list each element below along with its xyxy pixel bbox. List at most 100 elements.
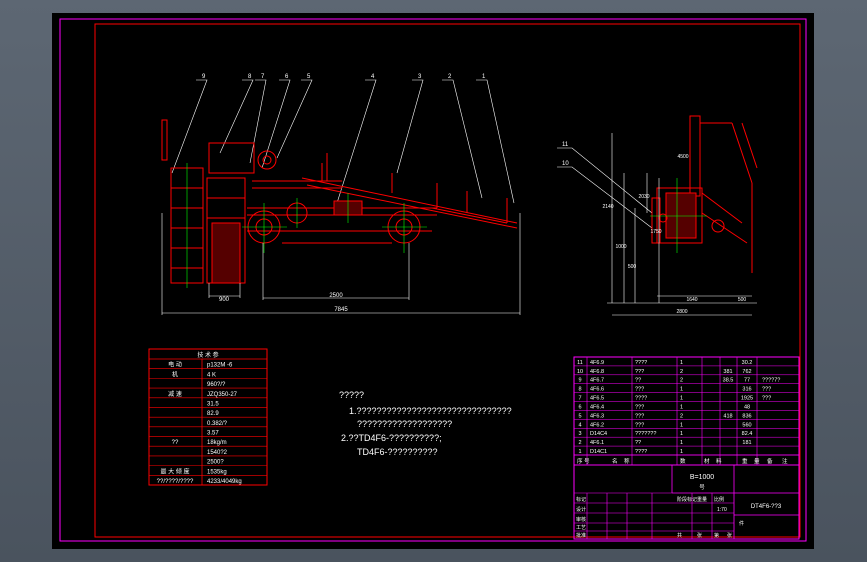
part-unit-weight: 38.5 [723,378,734,384]
part-name: ??????? [635,431,656,437]
parts-header-cell: 号 [584,458,590,465]
parts-header-cell: 料 [716,457,722,465]
part-note: ??? [762,396,771,402]
title-block-cell: 1:70 [717,507,727,513]
part-qty: 2 [680,413,683,419]
dim-end-mid-height: 1000 [615,244,626,250]
part-label-2: 2 [448,74,452,80]
technical-notes: ????? 1.??????????????????????????????? … [339,390,512,457]
title-block-cell: 设计 [576,506,586,513]
part-code: 4F6.4 [590,404,604,410]
spec-row-label: ?? [172,440,179,446]
part-code: 4F6.6 [590,387,604,393]
dim-end-bottom-total: 2800 [676,309,687,315]
spec-row-label: 电 动 [168,361,182,369]
part-note: ????7? [762,378,780,384]
part-total-weight: 316 [742,387,751,393]
spec-row-label: 减 速 [168,390,182,398]
part-no: 8 [578,387,581,393]
part-code: 4F6.9 [590,360,604,366]
dim-end-vert-a: 2030 [638,194,649,200]
spec-row-value: p132M -6 [207,363,233,369]
dim-end-bottom-b: 500 [738,297,747,303]
spec-row-value: 4 K [207,372,216,378]
part-name: ??? [635,422,644,428]
parts-header-cell: 序 [577,457,583,465]
part-label-7: 7 [261,74,265,80]
part-name: ???? [635,360,647,366]
part-name: ??? [635,369,644,375]
spec-row-value: 0.382/? [207,421,228,427]
spec-row-label: 最 大 倾 度 [160,467,189,475]
part-qty: 1 [680,360,683,366]
parts-header-cell: 数 [680,457,686,465]
part-total-weight: 48 [744,404,750,410]
note-line-1: 1.??????????????????????????????? [349,406,512,416]
part-qty: 1 [680,422,683,428]
spec-row-value: 4233/4049kg [207,479,242,485]
part-no: 9 [578,378,581,384]
part-total-weight: 77 [744,378,750,384]
note-line-2: ??????????????????? [357,419,452,429]
spec-row-value: 1540?2 [207,450,228,456]
part-qty: 1 [680,387,683,393]
outer-frame [59,18,807,542]
spec-row-value: 31.5 [207,401,219,407]
title-block-cell: 工艺 [576,525,586,531]
part-name: ???? [635,396,647,402]
part-no: 6 [578,404,581,410]
part-code: D14C1 [590,449,607,455]
part-code: 4F6.7 [590,378,604,384]
spec-row-value: 82.9 [207,411,219,417]
dim-overall: 7845 [334,307,348,313]
spec-row-label: 机 [172,370,178,378]
spec-row-value: 18kg/m [207,440,227,446]
drawing-sheet: 9 8 7 6 5 4 3 2 1 [59,18,807,542]
side-view-drawing: 9 8 7 6 5 4 3 2 1 [161,74,521,315]
title-block-cell: 件 [739,520,744,527]
part-total-weight: 30.2 [742,360,753,366]
title-block-cell: 阶段标记 [677,496,697,503]
part-qty: 2 [680,378,683,384]
part-label-9: 9 [202,74,206,80]
spec-row-label: ??/????/???? [157,479,194,485]
part-code: D14C4 [590,431,607,437]
part-code: 4F6.5 [590,396,604,402]
title-block-cell: 张 [697,532,702,539]
spec-table-title: 技 术 参 [197,351,218,359]
part-label-1: 1 [482,74,486,80]
part-total-weight: 82.4 [742,431,753,437]
part-no: 11 [577,360,583,366]
dim-left: 900 [219,297,230,303]
note-line-4: TD4F6-?????????? [357,447,438,457]
part-label-4: 4 [371,74,375,80]
title-block-cell: 第 [714,532,719,539]
cad-drawing-canvas[interactable]: 9 8 7 6 5 4 3 2 1 [52,13,814,549]
part-label-5: 5 [307,74,311,80]
part-no: 3 [578,431,581,437]
part-no: 10 [577,369,583,375]
part-qty: 2 [680,369,683,375]
end-view-drawing: 11 10 [557,115,758,316]
title-block-cell: 标记 [576,496,586,503]
inner-frame [94,23,801,538]
part-unit-weight: 381 [723,369,732,375]
part-total-weight: 560 [742,422,751,428]
spec-row-value: 960?/? [207,382,226,388]
part-qty: 1 [680,449,683,455]
part-total-weight: 181 [742,440,751,446]
part-qty: 1 [680,431,683,437]
part-code: 4F6.3 [590,413,604,419]
parts-header-cell: 重 [742,457,748,465]
part-label-11: 11 [562,142,569,148]
part-name: ??? [635,413,644,419]
dim-end-bottom-a: 1640 [686,297,697,303]
part-label-10: 10 [562,161,569,167]
part-code: 4F6.8 [590,369,604,375]
part-code: 4F6.2 [590,422,604,428]
dim-end-vert-c: 4500 [677,154,688,160]
part-no: 1 [578,449,581,455]
part-code: 4F6.1 [590,440,604,446]
part-no: 2 [578,440,581,446]
